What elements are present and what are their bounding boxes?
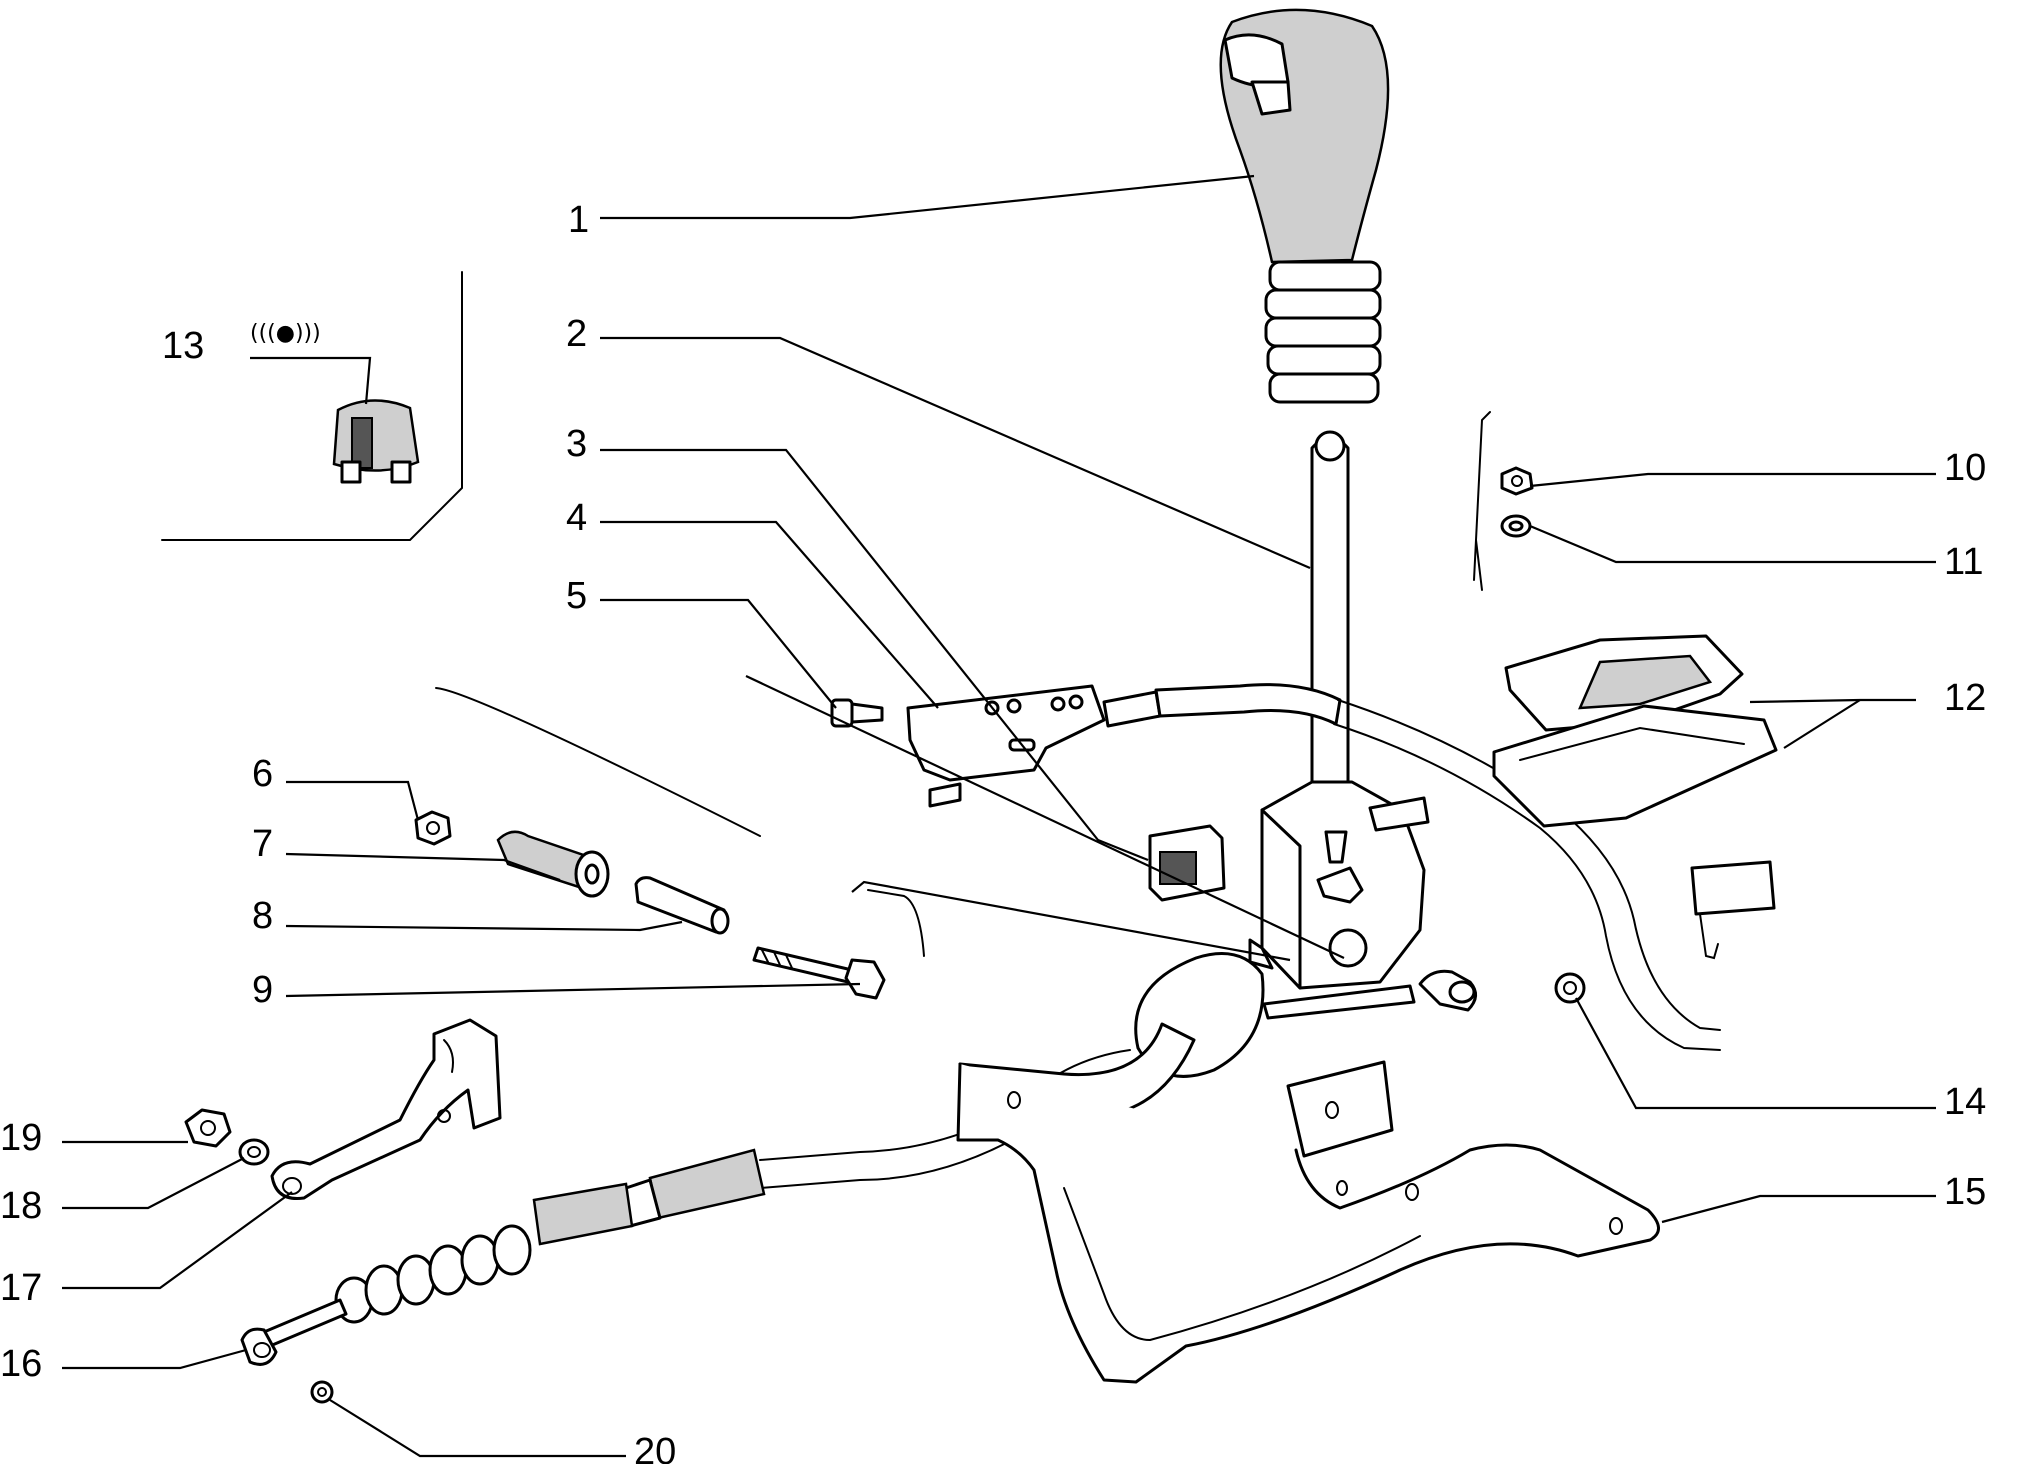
radio-signal-icon: (((●))) bbox=[250, 321, 321, 346]
part-13-sensor bbox=[332, 399, 420, 484]
part-8-pin bbox=[634, 876, 730, 935]
callout-7: 7 bbox=[252, 823, 273, 865]
callout-18: 18 bbox=[0, 1185, 42, 1227]
part-16-bellows bbox=[334, 1224, 532, 1324]
part-1-bellows bbox=[1264, 260, 1382, 404]
part-3-connector bbox=[1148, 824, 1226, 902]
callout-16: 16 bbox=[0, 1343, 42, 1385]
callout-8: 8 bbox=[252, 895, 273, 937]
callout-11: 11 bbox=[1944, 541, 1983, 583]
callout-17: 17 bbox=[0, 1267, 42, 1309]
callout-6: 6 bbox=[252, 753, 273, 795]
part-17-lever-bracket bbox=[270, 1018, 502, 1201]
callout-5: 5 bbox=[566, 575, 587, 617]
part-12-gate-plate bbox=[1492, 634, 1778, 960]
callout-20: 20 bbox=[634, 1431, 676, 1464]
callout-labels: 1 2 3 4 5 6 7 8 9 10 11 12 13 14 15 16 1… bbox=[0, 199, 1986, 1464]
callout-1: 1 bbox=[568, 199, 589, 241]
part-13-inset: (((●))) bbox=[161, 271, 463, 541]
callout-3: 3 bbox=[566, 423, 587, 465]
part-5-screw bbox=[830, 698, 884, 728]
part-14-clip bbox=[1554, 972, 1586, 1004]
callout-9: 9 bbox=[252, 969, 273, 1011]
part-11-washer bbox=[1500, 514, 1532, 538]
callout-13: 13 bbox=[162, 325, 204, 367]
part-19-nut bbox=[184, 1108, 232, 1148]
callout-15: 15 bbox=[1944, 1171, 1986, 1213]
part-10-nut bbox=[1500, 466, 1534, 496]
part-6-nut bbox=[414, 810, 452, 846]
callout-2: 2 bbox=[566, 313, 587, 355]
callout-12: 12 bbox=[1944, 677, 1986, 719]
part-9-bolt bbox=[752, 946, 886, 1000]
callout-10: 10 bbox=[1944, 447, 1986, 489]
leader-lines bbox=[62, 174, 1936, 1458]
part-18-washer bbox=[238, 1138, 270, 1166]
callout-4: 4 bbox=[566, 497, 587, 539]
part-1-gear-knob bbox=[1219, 8, 1390, 404]
callout-19: 19 bbox=[0, 1117, 42, 1159]
part-20-clip bbox=[310, 1380, 334, 1404]
callout-14: 14 bbox=[1944, 1081, 1986, 1123]
part-15-support-bracket bbox=[956, 1022, 1660, 1384]
part-7-bushing bbox=[496, 830, 610, 898]
part-4-switch-harness bbox=[906, 683, 1721, 1051]
